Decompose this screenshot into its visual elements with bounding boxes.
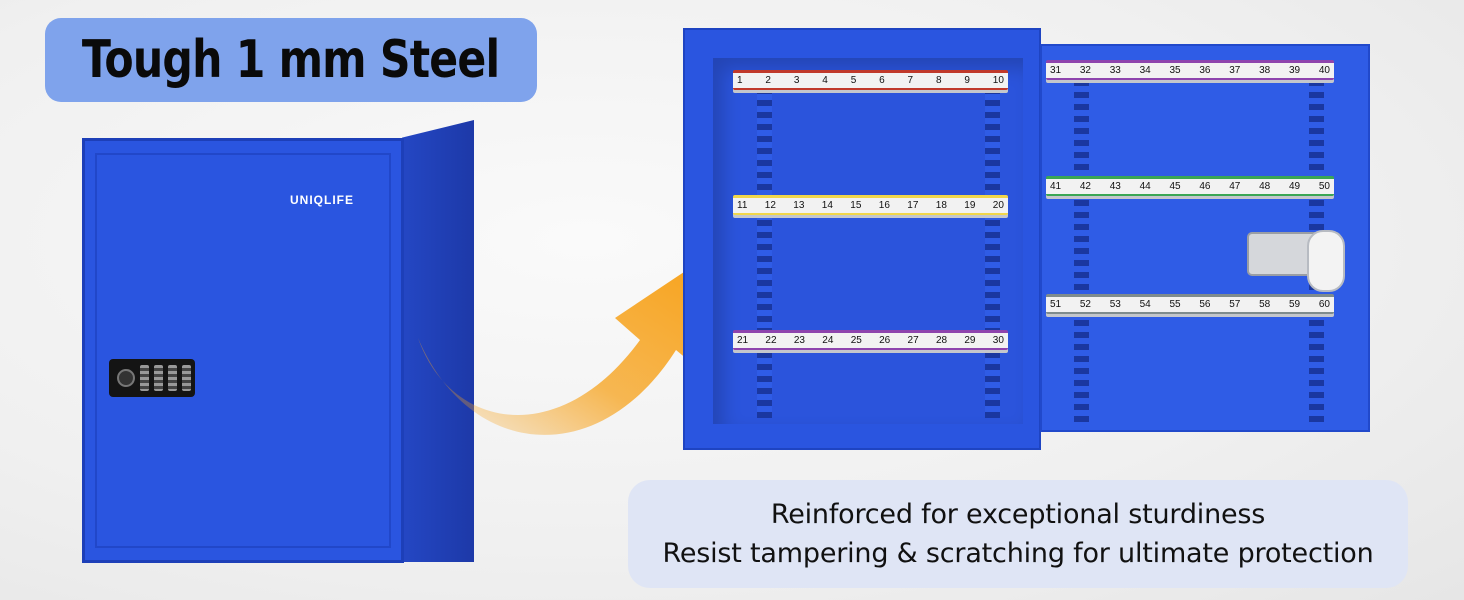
hook-number: 33	[1109, 65, 1121, 76]
hook-number: 53	[1109, 299, 1121, 310]
hook-number: 60	[1318, 299, 1330, 310]
caption-box: Reinforced for exceptional sturdiness Re…	[628, 480, 1408, 588]
hook-strip: 31 32 33 34 35 36 37 38 39 40	[1046, 60, 1334, 80]
hook-number: 5	[850, 75, 857, 86]
hook-number: 10	[992, 75, 1004, 86]
door-latch	[1247, 230, 1345, 292]
hook-rail	[985, 88, 1000, 418]
hook-number: 17	[907, 200, 919, 211]
hook-number: 36	[1199, 65, 1211, 76]
hook-number: 21	[737, 335, 749, 346]
hook-number: 1	[737, 75, 743, 86]
hook-number: 22	[765, 335, 777, 346]
hook-number: 32	[1079, 65, 1091, 76]
hook-number: 56	[1199, 299, 1211, 310]
hook-number: 14	[821, 200, 833, 211]
hook-number: 13	[793, 200, 805, 211]
hook-number: 11	[737, 200, 748, 211]
hook-rail	[757, 88, 772, 418]
lock-dial	[154, 365, 163, 391]
hook-strip: 21 22 23 24 25 26 27 28 29 30	[733, 330, 1008, 350]
hook-number: 57	[1229, 299, 1241, 310]
headline-badge: Tough 1 mm Steel	[45, 18, 537, 102]
lock-knob-icon	[117, 369, 135, 387]
hook-number: 50	[1318, 181, 1330, 192]
caption-line-1: Reinforced for exceptional sturdiness	[770, 499, 1266, 530]
hook-number: 51	[1050, 299, 1062, 310]
hook-number: 19	[964, 200, 976, 211]
hook-number: 42	[1079, 181, 1091, 192]
hook-number: 54	[1139, 299, 1151, 310]
hook-number: 24	[822, 335, 834, 346]
headline-text: Tough 1 mm Steel	[82, 30, 500, 90]
hook-number: 39	[1289, 65, 1301, 76]
hook-number: 45	[1169, 181, 1181, 192]
hook-number: 46	[1199, 181, 1211, 192]
hook-number: 38	[1259, 65, 1271, 76]
hook-number: 34	[1139, 65, 1151, 76]
hook-number: 25	[850, 335, 862, 346]
cabinet-side-panel	[402, 120, 474, 562]
hook-number: 58	[1259, 299, 1271, 310]
cabinet-door-panel	[95, 153, 391, 548]
combination-lock	[109, 359, 195, 397]
hook-number: 55	[1169, 299, 1181, 310]
lock-dial	[168, 365, 177, 391]
closed-key-cabinet: UNIQLIFE	[82, 120, 474, 570]
hook-number: 27	[907, 335, 919, 346]
hook-number: 31	[1050, 65, 1062, 76]
hook-number: 29	[964, 335, 976, 346]
hook-strip: 1 2 3 4 5 6 7 8 9 10	[733, 70, 1008, 90]
hook-number: 9	[964, 75, 970, 86]
hook-number: 30	[992, 335, 1004, 346]
brand-logo: UNIQLIFE	[290, 193, 354, 207]
hook-number: 3	[793, 75, 800, 86]
lock-dial	[182, 365, 191, 391]
hook-number: 12	[764, 200, 776, 211]
hook-number: 48	[1259, 181, 1271, 192]
hook-number: 6	[879, 75, 885, 86]
hook-strip: 51 52 53 54 55 56 57 58 59 60	[1046, 294, 1334, 314]
hook-number: 16	[878, 200, 890, 211]
latch-knob-icon	[1307, 230, 1345, 292]
hook-number: 8	[935, 75, 942, 86]
hook-number: 7	[907, 75, 914, 86]
hook-number: 35	[1169, 65, 1181, 76]
hook-number: 52	[1079, 299, 1091, 310]
hook-number: 59	[1289, 299, 1301, 310]
hook-number: 44	[1139, 181, 1151, 192]
hook-number: 37	[1229, 65, 1241, 76]
hook-strip: 11 12 13 14 15 16 17 18 19 20	[733, 195, 1008, 215]
hook-number: 41	[1050, 181, 1062, 192]
hook-number: 49	[1289, 181, 1301, 192]
hook-number: 15	[850, 200, 862, 211]
hook-number: 26	[879, 335, 891, 346]
cabinet-door: UNIQLIFE	[82, 138, 404, 563]
hook-strip: 41 42 43 44 45 46 47 48 49 50	[1046, 176, 1334, 196]
hook-number: 4	[822, 75, 828, 86]
lock-dial	[140, 365, 149, 391]
hook-number: 40	[1318, 65, 1330, 76]
hook-number: 2	[765, 75, 771, 86]
hook-number: 43	[1109, 181, 1121, 192]
hook-number: 28	[935, 335, 948, 346]
caption-line-2: Resist tampering & scratching for ultima…	[662, 538, 1374, 569]
hook-number: 18	[935, 200, 947, 211]
hook-rail	[1074, 80, 1089, 425]
hook-number: 23	[793, 335, 805, 346]
hook-number: 47	[1229, 181, 1241, 192]
hook-number: 20	[992, 200, 1004, 211]
